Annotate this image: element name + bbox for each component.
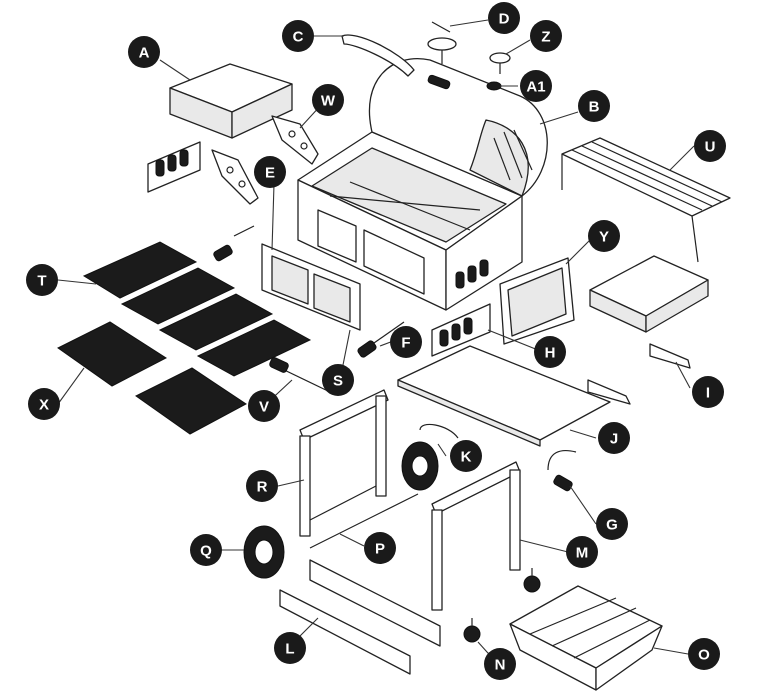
part-heat-plate [500, 258, 574, 344]
badge-e-label: E [265, 165, 275, 182]
badge-j: J [598, 422, 630, 454]
badge-r: R [246, 470, 278, 502]
part-side-shelf-left [170, 64, 292, 138]
badge-y: Y [588, 220, 620, 252]
badge-l-label: L [285, 641, 294, 658]
badge-r-label: R [257, 479, 268, 496]
badge-w: W [312, 84, 344, 116]
badge-o: O [688, 638, 720, 670]
badge-z-label: Z [541, 29, 550, 46]
badge-w-label: W [321, 93, 336, 110]
badge-a: A [128, 36, 160, 68]
badge-h-label: H [545, 345, 556, 362]
badge-x-label: X [39, 397, 49, 414]
badge-k: K [450, 440, 482, 472]
part-side-shelf-right [590, 256, 708, 332]
badge-a-label: A [139, 45, 150, 62]
badge-o-label: O [698, 647, 710, 664]
badge-g-label: G [606, 517, 618, 534]
badge-q-label: Q [200, 543, 212, 560]
badge-j-label: J [610, 431, 618, 448]
part-burner-tube-g [548, 451, 576, 492]
part-wheel-left [244, 526, 284, 578]
badge-g: G [596, 508, 628, 540]
badge-p-label: P [375, 541, 385, 558]
part-leg-frame-right [432, 462, 520, 610]
badge-d: D [488, 2, 520, 34]
badge-e: E [254, 156, 286, 188]
badge-c: C [282, 20, 314, 52]
badge-u-label: U [705, 139, 716, 156]
part-front-panel [432, 304, 490, 356]
badge-v: V [248, 390, 280, 422]
badge-b: B [578, 90, 610, 122]
badge-t: T [26, 264, 58, 296]
part-lid-handle [342, 35, 414, 76]
badge-a1-label: A1 [526, 79, 545, 96]
badge-z: Z [530, 20, 562, 52]
badge-f: F [390, 326, 422, 358]
badge-s: S [322, 364, 354, 396]
part-shelf-bracket-i [588, 344, 690, 404]
part-thermometer [428, 22, 456, 64]
badge-a1: A1 [520, 70, 552, 102]
part-ignitor-rod [213, 226, 254, 262]
part-wheel-right [402, 442, 438, 490]
badge-s-label: S [333, 373, 343, 390]
part-axle-handle [420, 424, 458, 438]
badge-k-label: K [461, 449, 472, 466]
part-knob-z [490, 53, 510, 74]
part-side-panel-left [148, 142, 200, 192]
badge-d-label: D [499, 11, 510, 28]
badge-f-label: F [401, 335, 410, 352]
part-lower-rails [280, 560, 440, 674]
part-nut-a1 [487, 82, 501, 90]
badge-m: M [566, 536, 598, 568]
badge-c-label: C [293, 29, 304, 46]
part-axle-rod [310, 494, 418, 548]
badge-h: H [534, 336, 566, 368]
badge-t-label: T [37, 273, 46, 290]
badge-m-label: M [576, 545, 589, 562]
badge-i: I [692, 376, 724, 408]
badge-i-label: I [706, 385, 710, 402]
badge-p: P [364, 532, 396, 564]
part-storage-basket [510, 586, 662, 690]
badge-v-label: V [259, 399, 269, 416]
badge-n-label: N [495, 657, 506, 674]
badge-n: N [484, 648, 516, 680]
part-bottom-shelf [398, 346, 610, 446]
badge-x: X [28, 388, 60, 420]
badge-l: L [274, 632, 306, 664]
part-burner-tube-v [269, 357, 330, 392]
badge-b-label: B [589, 99, 600, 116]
badge-u: U [694, 130, 726, 162]
part-leg-frame-left [300, 390, 388, 536]
badge-y-label: Y [599, 229, 609, 246]
badge-q: Q [190, 534, 222, 566]
